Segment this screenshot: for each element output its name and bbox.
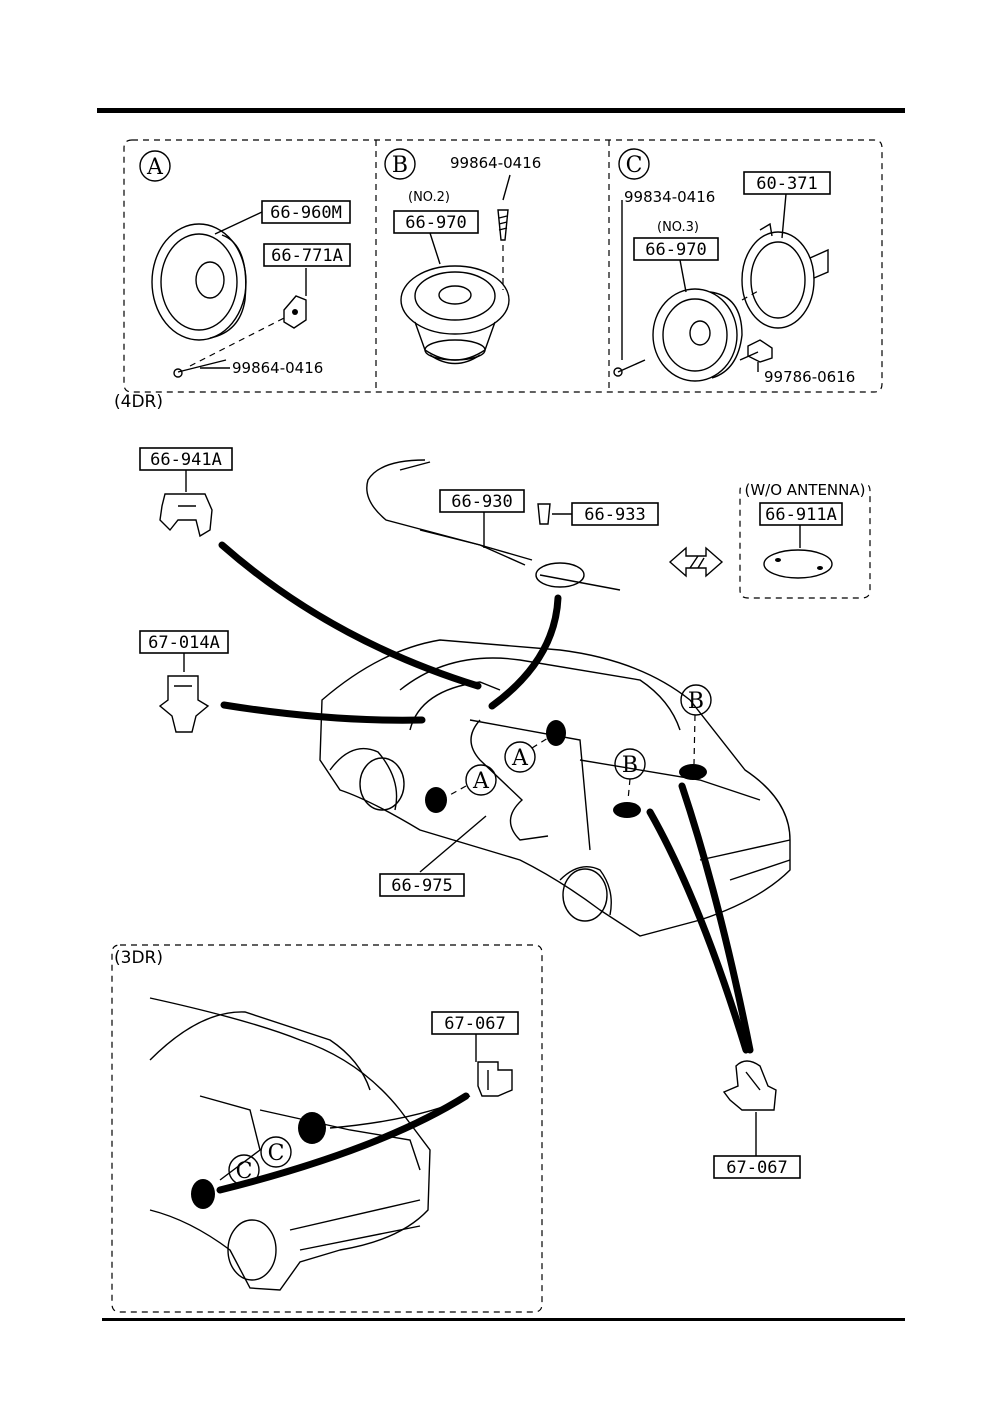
part-box-67-067-3dr: [431, 1011, 519, 1035]
part-box-66-911A: [759, 502, 843, 526]
part-66-933: 66-933: [584, 505, 645, 525]
equivalent-arrow-icon: [668, 546, 724, 578]
speaker-spot-a2: [546, 720, 566, 746]
section-b: B 99864-0416 (NO.2) 66-970: [384, 148, 541, 365]
speaker-b-icon: [400, 265, 510, 365]
part-66-941A: 66-941A: [150, 450, 222, 470]
speaker-spot-c2: [298, 1112, 326, 1144]
part-box-66-933: [571, 502, 659, 526]
part-99786-0616: 99786-0616: [764, 368, 855, 386]
part-66-771A: 66-771A: [271, 246, 343, 266]
part-66-930: 66-930: [451, 492, 512, 512]
screw-c-icon: [613, 359, 646, 377]
part-60-371: 60-371: [756, 174, 817, 194]
antenna-cable-icon: [366, 459, 621, 591]
variant-3dr: (3DR): [114, 948, 163, 968]
part-box-66-970-b: [393, 210, 479, 234]
part-box-66-930: [439, 489, 525, 513]
callout-c-label: C: [626, 153, 643, 178]
harness-line: [470, 719, 549, 841]
section-c: C 99834-0416 (NO.3) 66-970 60-371: [613, 148, 855, 386]
car-callout-a2: A: [511, 746, 529, 771]
part-99834-0416: 99834-0416: [624, 188, 715, 206]
sedan-car-icon: [319, 639, 791, 937]
clip-67-014A-icon: [158, 675, 210, 733]
car-callout-b2: B: [688, 689, 704, 714]
part-box-66-960M: [261, 200, 351, 224]
car-callout-c1: C: [236, 1159, 253, 1184]
bolt-c-icon: [739, 339, 773, 363]
part-box-66-771A: [263, 243, 351, 267]
part-66-960M: 66-960M: [270, 203, 342, 223]
part-67-067-3dr: 67-067: [444, 1014, 505, 1034]
screw-a-icon: [173, 359, 227, 378]
adapter-ring-icon: [741, 222, 829, 329]
car-callout-a1: A: [472, 769, 490, 794]
part-66-970-b: 66-970: [405, 213, 466, 233]
antenna-screw-icon: [537, 503, 551, 525]
hatchback-car-icon: [149, 997, 431, 1291]
speaker-spot-b2: [679, 764, 707, 780]
wo-antenna-frame: [739, 482, 871, 599]
antenna-cover-icon: [763, 549, 833, 579]
bottom-rule: [102, 1318, 905, 1321]
top-rule: [97, 108, 905, 113]
speaker-spot-a1: [425, 787, 447, 813]
part-box-66-970-c: [633, 237, 719, 261]
speaker-c-icon: [652, 288, 743, 382]
part-66-975: 66-975: [391, 876, 452, 896]
clip-66-941A-icon: [159, 493, 213, 538]
speaker-detail-frame: [123, 139, 883, 393]
speaker-spot-b1: [613, 802, 641, 818]
clip-67-067-3dr-icon: [477, 1061, 513, 1097]
part-99864-0416-a: 99864-0416: [232, 359, 323, 377]
part-66-970-c: 66-970: [645, 240, 706, 260]
screw-b-icon: [497, 209, 509, 241]
note-no3: (NO.3): [657, 220, 699, 235]
part-box-66-975: [379, 873, 465, 897]
part-box-60-371: [743, 171, 831, 195]
clip-67-067-icon: [722, 1060, 777, 1111]
speaker-spot-c1: [191, 1179, 215, 1209]
note-no2: (NO.2): [408, 190, 450, 205]
part-99864-0416-b: 99864-0416: [450, 154, 541, 172]
section-a: A 66-960M 66-771A 99864-0416: [139, 150, 351, 378]
wo-antenna-label: (W/O ANTENNA): [745, 481, 866, 499]
part-box-67-067-sedan: [713, 1155, 801, 1179]
part-67-014A: 67-014A: [148, 633, 220, 653]
part-67-067-sedan: 67-067: [726, 1158, 787, 1178]
speaker-a-icon: [151, 223, 247, 341]
hatchback-frame: [111, 944, 543, 1313]
callout-a-label: A: [146, 155, 164, 180]
part-66-911A: 66-911A: [765, 505, 837, 525]
variant-4dr: (4DR): [114, 392, 163, 412]
callout-b-label: B: [392, 153, 408, 178]
car-callout-b1: B: [622, 753, 638, 778]
bracket-icon: [283, 295, 307, 329]
car-callout-c2: C: [268, 1141, 285, 1166]
